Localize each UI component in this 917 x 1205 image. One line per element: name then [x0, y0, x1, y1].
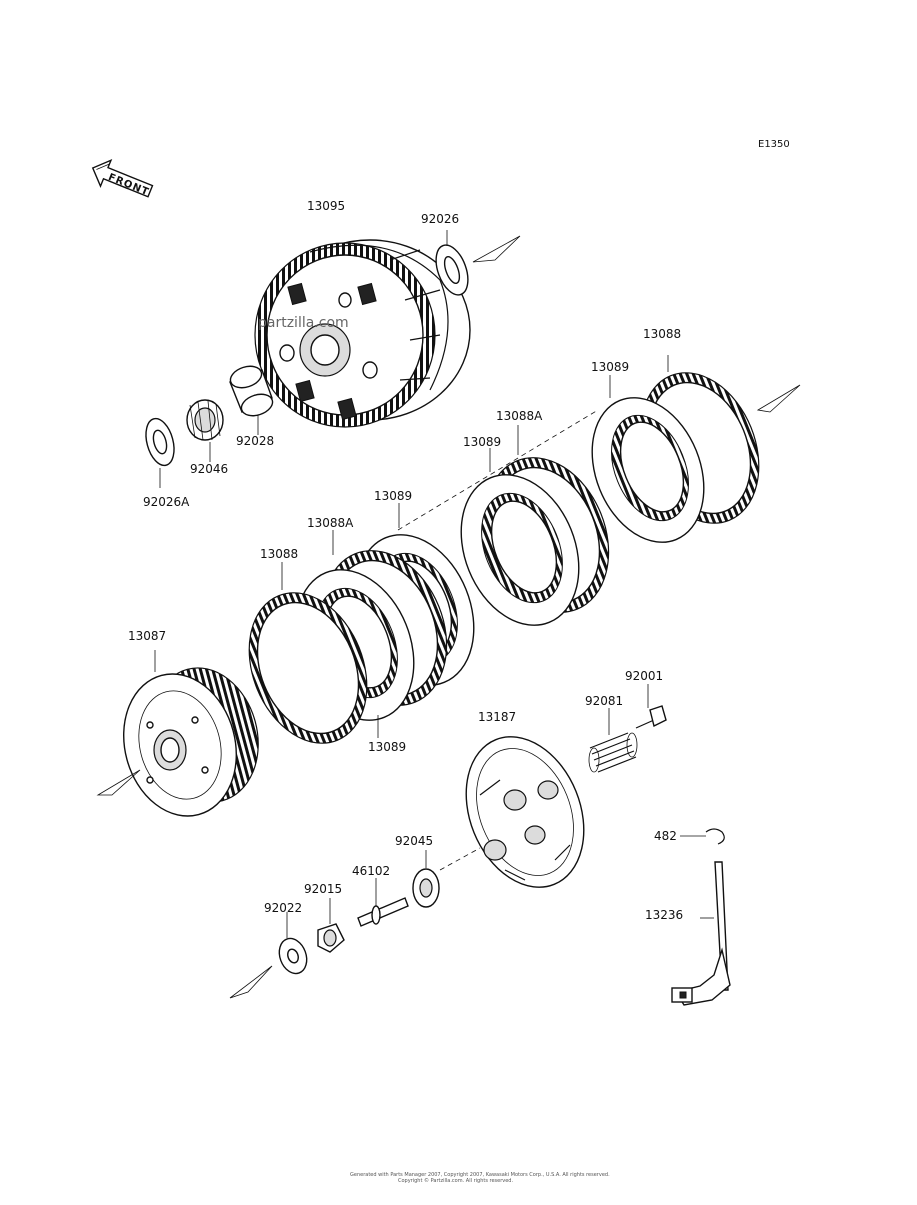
axis-line-upper [397, 409, 599, 531]
spring-92081 [588, 708, 638, 773]
washer-92026a [145, 417, 175, 488]
sleeve-92028 [229, 365, 274, 435]
part-label-482: 482 [654, 829, 677, 843]
axis-arrow-right [756, 384, 801, 413]
axis-arrow-left [96, 769, 141, 796]
part-label-13088-left: 13088 [260, 547, 298, 561]
reference-code: E1350 [758, 139, 790, 150]
release-lever-13236 [671, 861, 731, 1006]
steel-plate-13089-top [591, 375, 705, 543]
push-rod-46102 [357, 878, 409, 927]
steel-plate-13089-mid [460, 448, 580, 626]
washer-92022 [278, 912, 308, 975]
part-label-92028: 92028 [236, 434, 274, 448]
clutch-housing [254, 239, 471, 428]
washer-92026 [435, 230, 469, 296]
part-label-92022: 92022 [264, 901, 302, 915]
part-label-13187: 13187 [478, 710, 516, 724]
part-label-13089-lower: 13089 [368, 740, 406, 754]
bolt-92001 [635, 684, 667, 729]
part-label-92001: 92001 [625, 669, 663, 683]
part-label-46102: 46102 [352, 864, 390, 878]
footer-line-2: Copyright © Partzilla.com. All rights re… [398, 1177, 513, 1184]
part-label-13087: 13087 [128, 629, 166, 643]
part-label-92045: 92045 [395, 834, 433, 848]
part-label-13088a-left: 13088A [307, 516, 354, 530]
clutch-hub-13087 [123, 650, 259, 817]
friction-plate-13088-left [248, 562, 368, 744]
part-label-13089-mid: 13089 [463, 435, 501, 449]
part-label-92026: 92026 [421, 212, 459, 226]
part-label-13088a-mid: 13088A [496, 409, 543, 423]
front-arrow-icon: FRONT [91, 158, 154, 198]
axis-arrow-bottom [229, 965, 273, 999]
pressure-plate-13187 [465, 736, 585, 888]
part-label-13088-top: 13088 [643, 327, 681, 341]
nut-92015 [317, 898, 345, 953]
axis-line-lower [439, 847, 481, 871]
part-label-13089-top: 13089 [591, 360, 629, 374]
axis-arrow-top [472, 235, 521, 263]
part-label-13095: 13095 [307, 199, 345, 213]
ball-bearing-92045 [412, 850, 440, 908]
footer-line-1: Generated with Parts Manager 2007, Copyr… [350, 1172, 610, 1178]
part-label-13236: 13236 [645, 908, 683, 922]
part-label-13089-upper: 13089 [374, 489, 412, 503]
needle-bearing-92046 [186, 399, 224, 462]
part-label-92081: 92081 [585, 694, 623, 708]
part-label-92015: 92015 [304, 882, 342, 896]
circlip-482 [680, 828, 725, 845]
part-label-92046: 92046 [190, 462, 228, 476]
part-label-92026a: 92026A [143, 495, 190, 509]
watermark: partzilla.com [258, 315, 349, 331]
